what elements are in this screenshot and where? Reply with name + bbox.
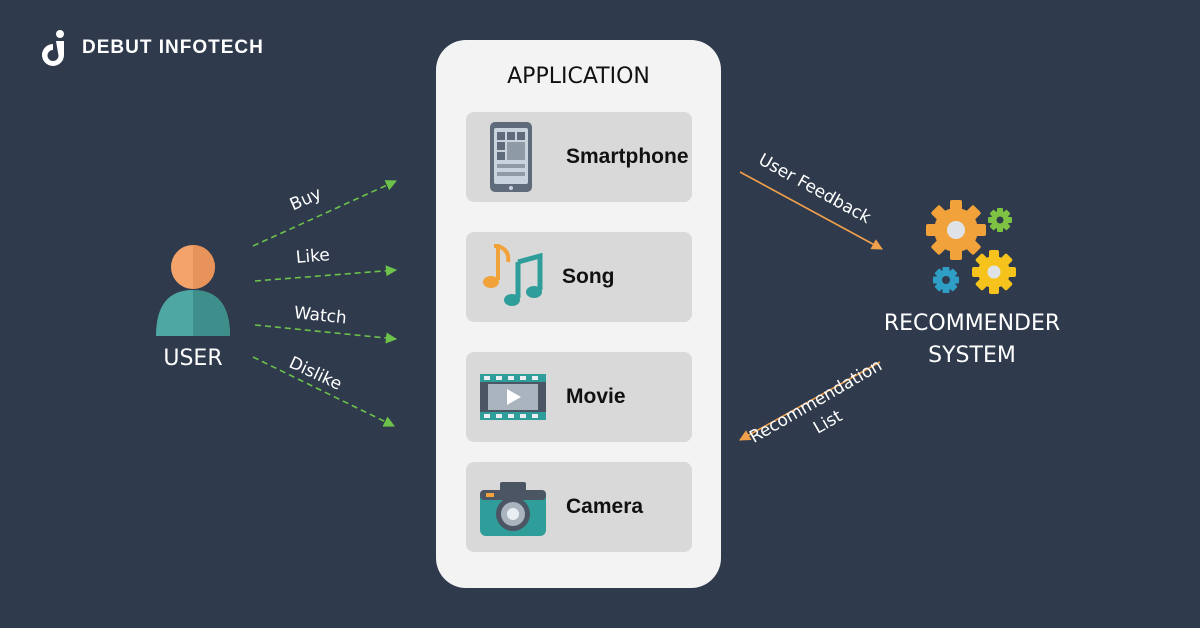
app-item-smartphone-label: Smartphone (566, 145, 689, 168)
recommender-line1: RECOMMENDER (883, 311, 1061, 336)
like-arrow (254, 265, 398, 282)
user-avatar-icon (156, 245, 230, 336)
app-item-camera: Camera (466, 462, 692, 552)
dislike-arrow (252, 356, 396, 427)
feedback-arrow (739, 171, 883, 250)
recommendation-arrow (739, 361, 881, 441)
app-item-movie: Movie (466, 352, 692, 442)
user-node: USER (150, 240, 236, 371)
watch-arrow (254, 324, 398, 344)
app-item-song-label: Song (562, 265, 615, 288)
gears-icon (926, 200, 1016, 294)
user-label: USER (163, 346, 223, 371)
brand-logo: DEBUT INFOTECH (40, 28, 264, 68)
application-title: APPLICATION (507, 64, 650, 89)
app-item-smartphone: Smartphone (466, 112, 692, 202)
action-like-label: Like (295, 245, 331, 268)
app-item-camera-label: Camera (566, 495, 644, 518)
brand-name: DEBUT INFOTECH (82, 37, 264, 58)
app-item-song: Song (466, 232, 692, 322)
smartphone-icon (490, 122, 532, 192)
film-strip-icon (480, 374, 546, 420)
app-item-movie-label: Movie (566, 385, 626, 408)
application-panel: APPLICATION Smartphone (436, 40, 721, 588)
recommender-line2: SYSTEM (928, 343, 1016, 368)
buy-arrow (252, 180, 398, 247)
camera-icon (480, 482, 546, 536)
recommender-label: RECOMMENDER SYSTEM (864, 308, 1080, 372)
music-notes-icon (483, 244, 543, 306)
di-logo-icon (42, 30, 64, 66)
